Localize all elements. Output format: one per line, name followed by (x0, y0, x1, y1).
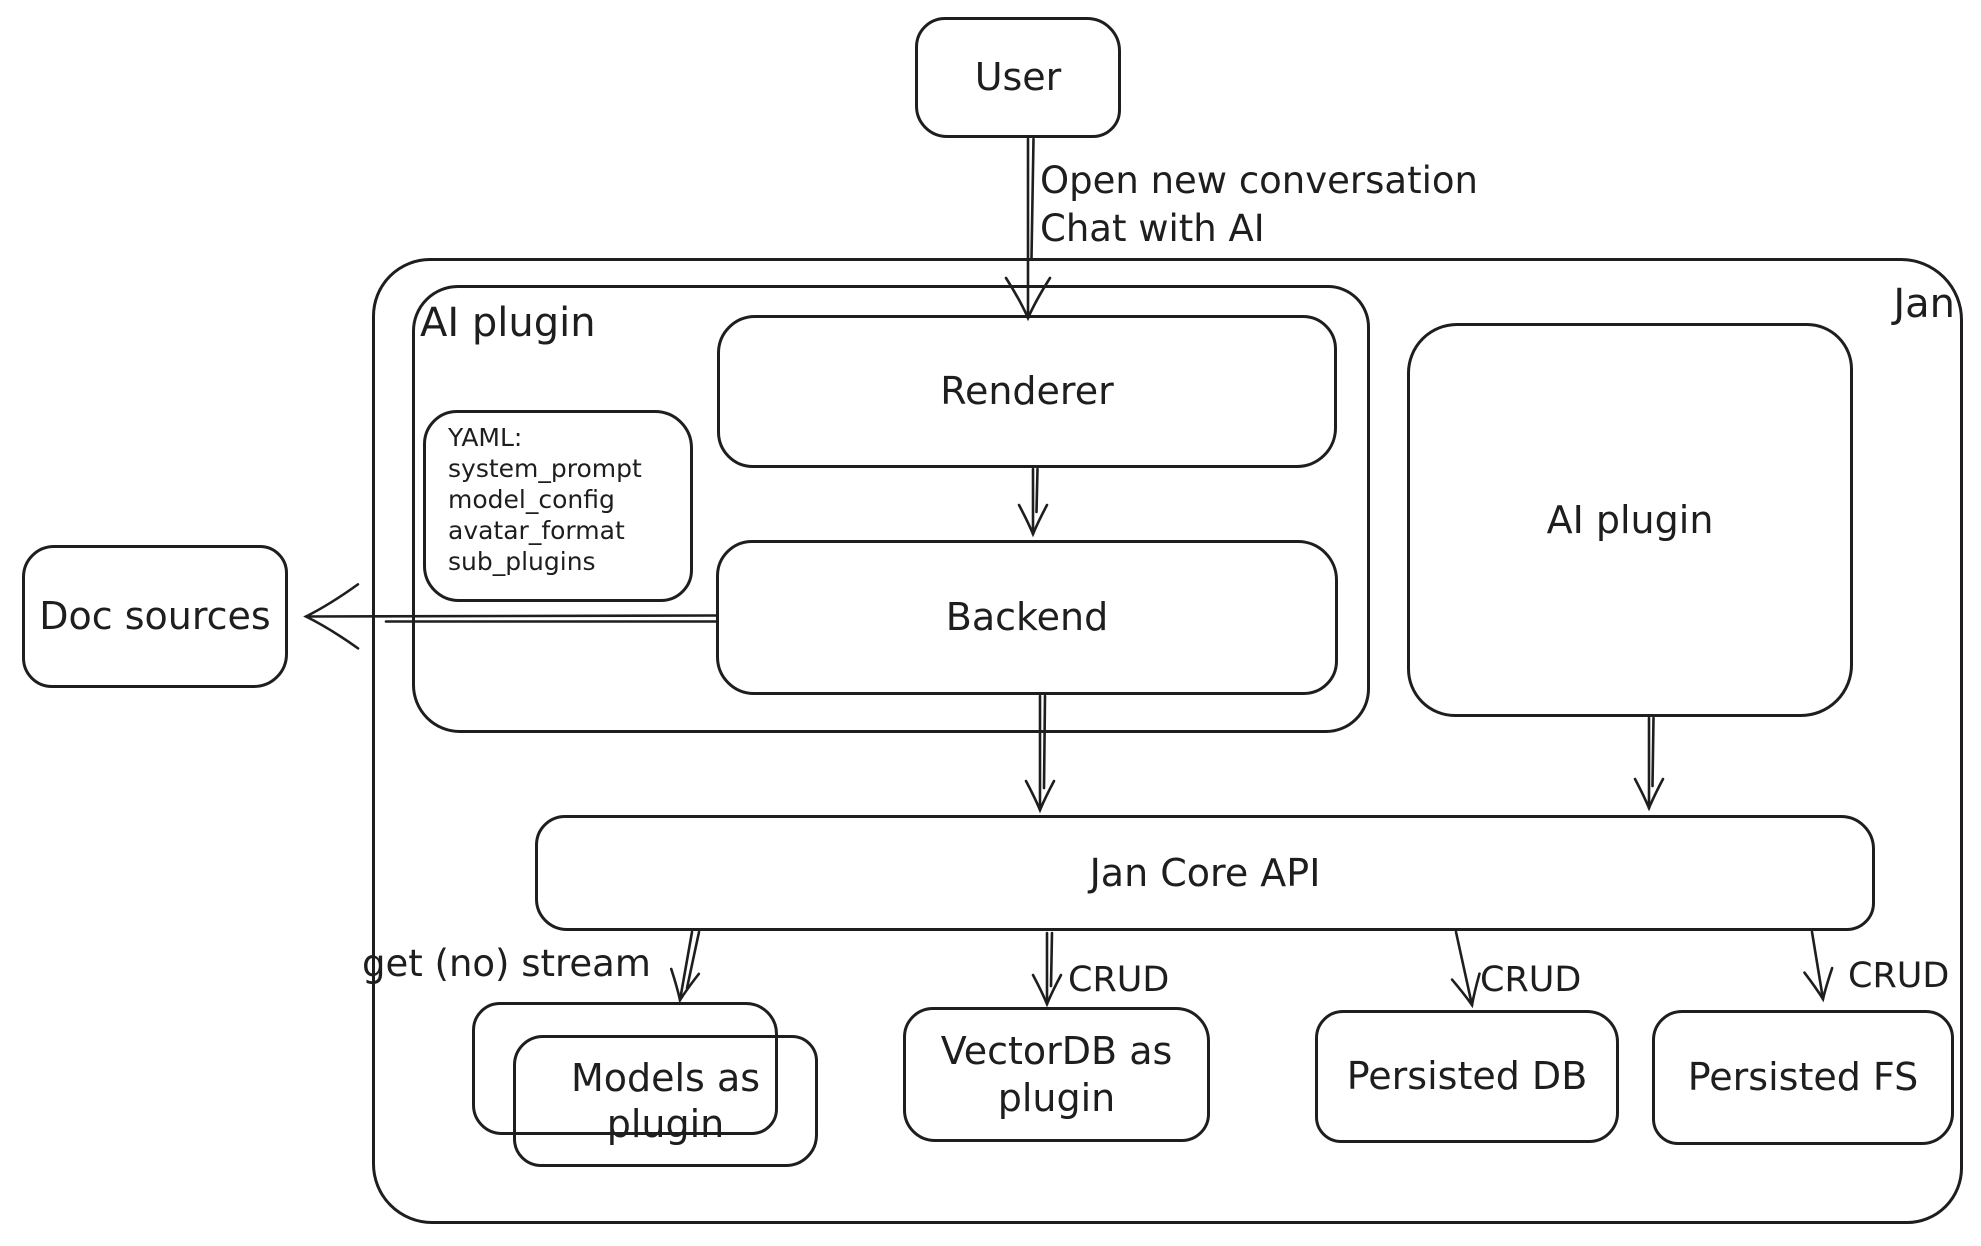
vectordb-node: VectorDB as plugin (903, 1007, 1210, 1142)
doc-sources-node-label: Doc sources (39, 594, 271, 639)
persisted-fs-node-label: Persisted FS (1687, 1055, 1919, 1100)
jan-core-api-node-label: Jan Core API (1089, 850, 1321, 895)
ai-plugin-container-box (412, 285, 1370, 733)
crud-label-vectordb: CRUD (1068, 960, 1170, 1000)
yaml-note-lines: YAML: system_prompt model_config avatar_… (448, 422, 682, 577)
yaml-note-box: YAML: system_prompt model_config avatar_… (423, 410, 693, 602)
yaml-note-line: YAML: (448, 423, 523, 452)
backend-node: Backend (716, 540, 1338, 695)
jan-core-api-node: Jan Core API (535, 815, 1875, 931)
persisted-db-node: Persisted DB (1315, 1010, 1619, 1143)
vectordb-node-label: VectorDB as plugin (940, 1029, 1173, 1120)
user-node-label: User (974, 55, 1062, 100)
persisted-fs-node: Persisted FS (1652, 1010, 1954, 1145)
jan-container-box (372, 258, 1963, 1224)
crud-label-persisted-fs: CRUD (1848, 956, 1950, 996)
models-plugin-node-label: Models as plugin (570, 1055, 761, 1146)
crud-label-persisted-db: CRUD (1480, 960, 1582, 1000)
doc-sources-node: Doc sources (22, 545, 288, 688)
renderer-node: Renderer (717, 315, 1337, 468)
ai-plugin-container-label: AI plugin (420, 300, 596, 346)
yaml-note-line: system_prompt (448, 454, 642, 483)
yaml-note-line: sub_plugins (448, 547, 596, 576)
user-arrow-label-line1: Open new conversation (1040, 159, 1478, 202)
user-arrow-label-line2: Chat with AI (1040, 207, 1265, 250)
ai-plugin-node-label: AI plugin (1546, 497, 1714, 542)
ai-plugin-node: AI plugin (1407, 323, 1853, 717)
user-node: User (915, 17, 1121, 138)
models-plugin-back-box (472, 1002, 778, 1135)
yaml-note-line: model_config (448, 485, 615, 514)
get-no-stream-label: get (no) stream (362, 942, 651, 985)
models-plugin-node: Models as plugin (513, 1035, 818, 1167)
persisted-db-node-label: Persisted DB (1346, 1054, 1588, 1099)
renderer-node-label: Renderer (940, 369, 1114, 414)
jan-container-label: Jan (1893, 281, 1955, 327)
backend-node-label: Backend (945, 595, 1109, 640)
yaml-note-line: avatar_format (448, 516, 625, 545)
user-arrow-label: Open new conversation Chat with AI (1040, 157, 1478, 253)
